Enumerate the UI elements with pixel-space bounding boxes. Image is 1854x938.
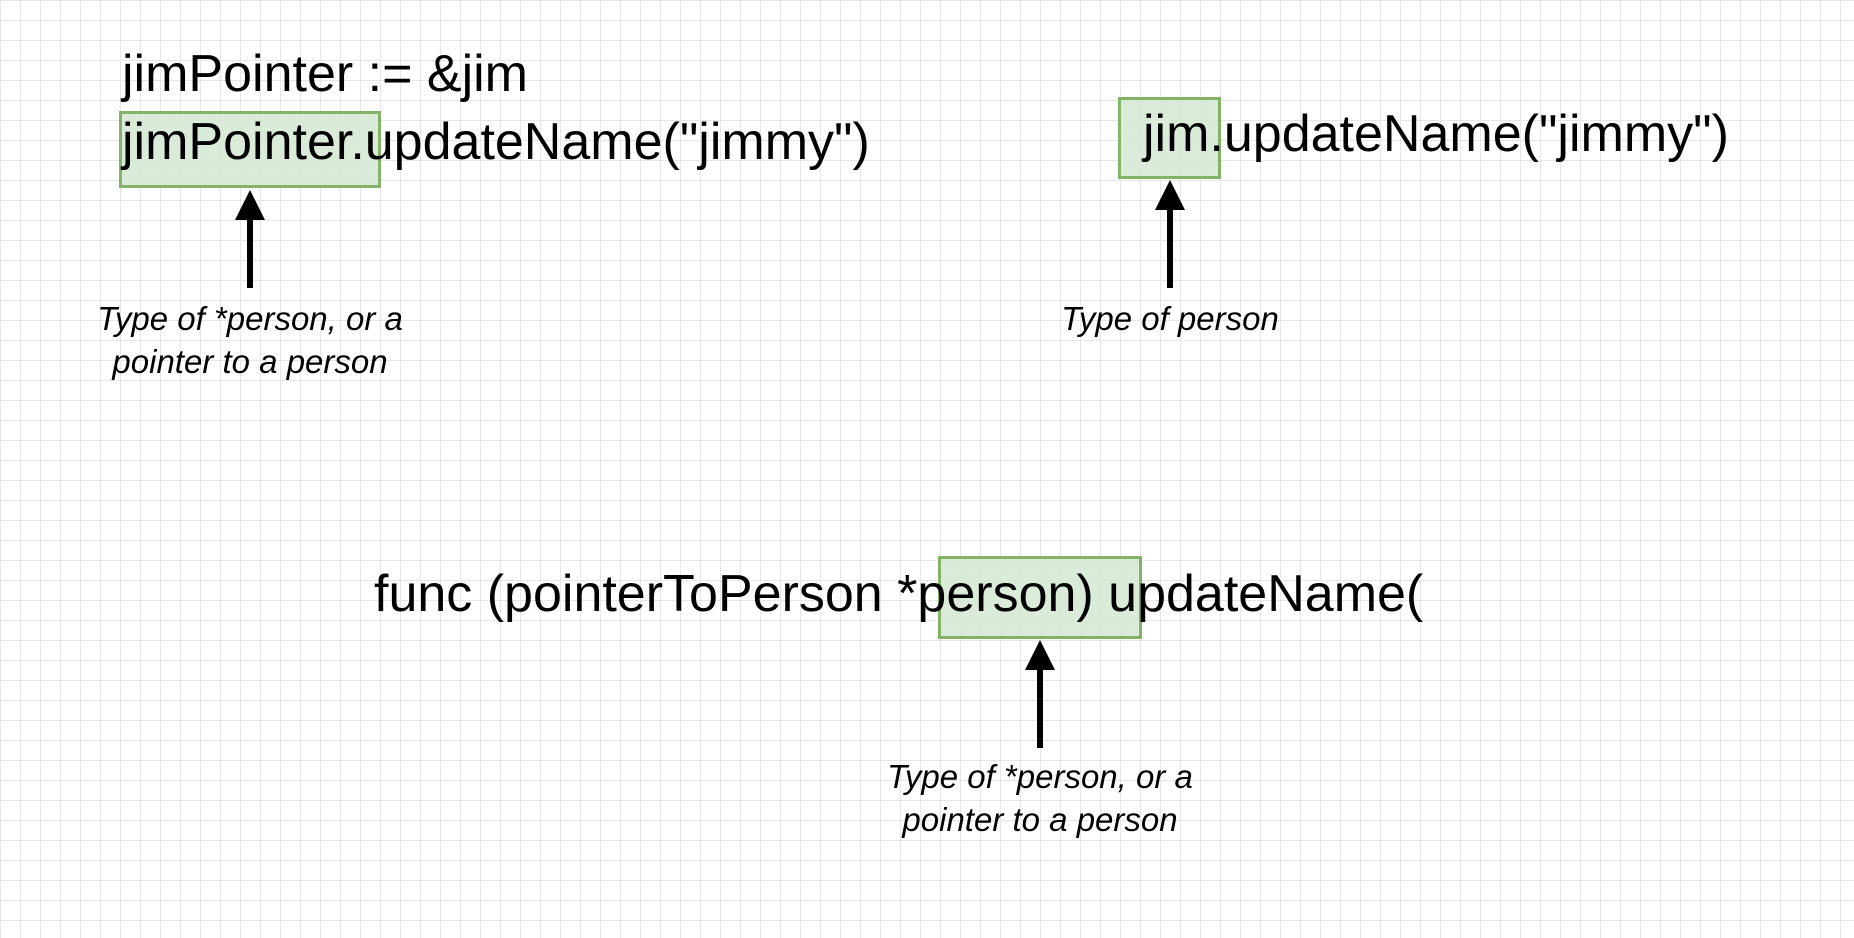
code-line-jim-update: jim.updateName("jimmy") (1143, 105, 1729, 163)
code-line-jimpointer-assign: jimPointer := &jim (122, 45, 528, 103)
arrow-right (1155, 180, 1185, 288)
arrow-left (235, 190, 265, 288)
annotation-person-type: Type of person (1061, 300, 1279, 337)
highlight-star-person (938, 556, 1142, 639)
highlight-jimpointer (119, 111, 381, 188)
annotation-pointer-type-left: Type of *person, or a pointer to a perso… (97, 300, 403, 380)
code-line-func-signature: func (pointerToPerson *person) updateNam… (374, 565, 1424, 623)
highlight-jim (1118, 97, 1221, 179)
arrow-bottom (1025, 640, 1055, 748)
annotation-pointer-type-bottom: Type of *person, or a pointer to a perso… (887, 758, 1193, 838)
code-line-jimpointer-update: jimPointer.updateName("jimmy") (122, 113, 870, 171)
